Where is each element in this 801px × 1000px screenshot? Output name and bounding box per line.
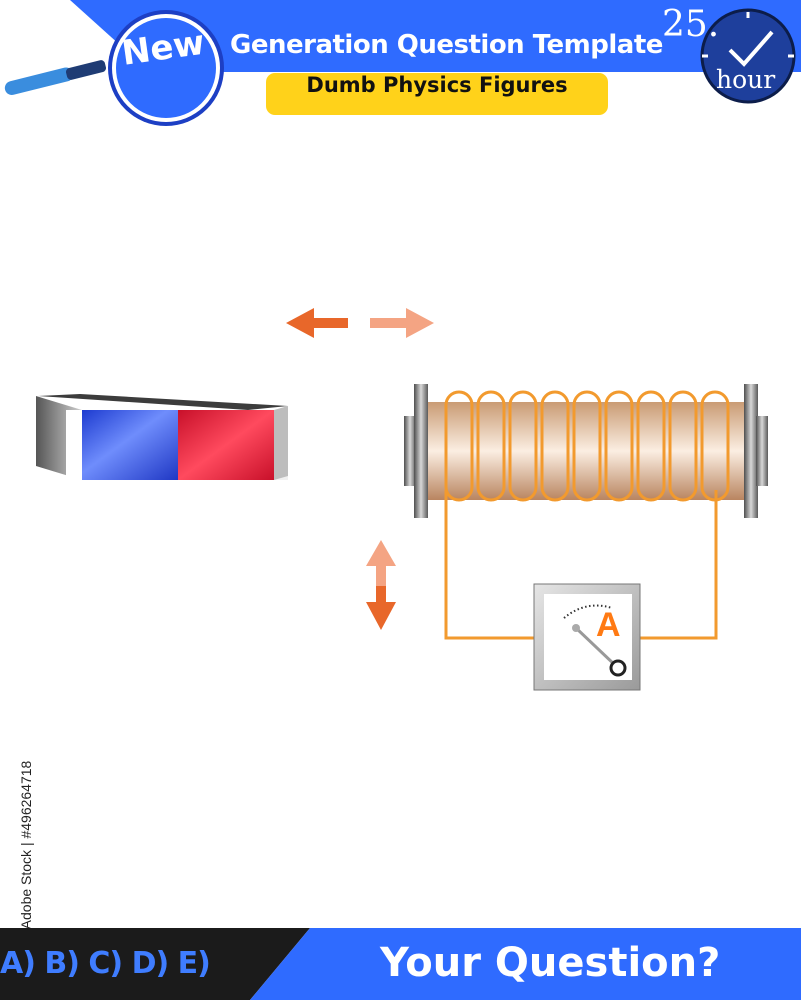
clock-icon <box>700 8 796 104</box>
stock-watermark: Adobe Stock | #496264718 <box>14 760 38 930</box>
watermark-text: Adobe Stock | #496264718 <box>18 760 34 930</box>
question-prompt: Your Question? <box>380 940 721 986</box>
header-bar <box>70 0 801 72</box>
circuit-wire <box>444 490 718 640</box>
coil-windings <box>444 390 730 502</box>
up-arrow-icon <box>366 540 396 586</box>
magnifier-handle-icon <box>4 60 107 96</box>
page-subtitle: Dumb Physics Figures <box>306 73 568 97</box>
down-arrow-icon <box>366 586 396 630</box>
answer-options: A) B) C) D) E) <box>0 946 211 981</box>
vertical-motion-arrows <box>366 540 396 630</box>
solenoid-coil <box>404 384 768 518</box>
magnet-north-pole <box>82 410 178 480</box>
subtitle-box: Dumb Physics Figures <box>266 73 608 115</box>
ammeter-label: A <box>596 606 621 644</box>
right-arrow-icon <box>370 308 434 338</box>
magnet-south-pole <box>178 410 274 480</box>
ammeter <box>533 583 641 691</box>
new-badge-label: New <box>119 22 208 74</box>
clock-number: 25. <box>662 4 720 45</box>
new-badge-icon <box>108 10 224 126</box>
bar-magnet <box>36 394 288 480</box>
left-arrow-icon <box>286 308 348 338</box>
ammeter-needle <box>574 626 618 668</box>
clock-unit: hour <box>716 65 776 94</box>
footer-bar <box>0 928 801 1000</box>
horizontal-motion-arrows <box>286 308 434 338</box>
page-title: Generation Question Template <box>230 30 663 60</box>
